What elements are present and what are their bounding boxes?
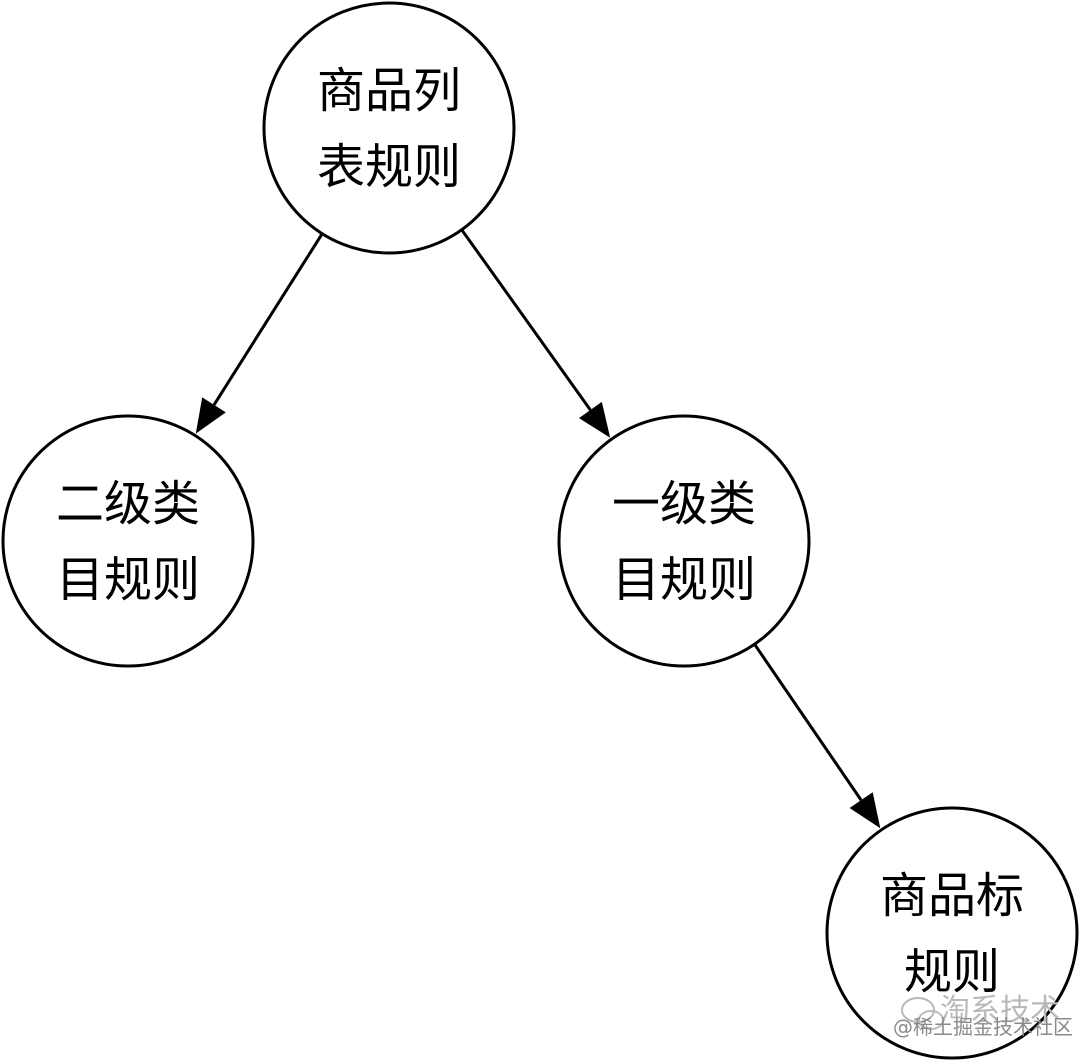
edge-line (753, 643, 863, 801)
node-label-line: 规则 (904, 944, 1000, 1000)
edge-line (212, 232, 324, 406)
edge-list-rule-to-second-category-rule (195, 232, 324, 434)
watermark-source: @稀土掘金技术社区 (893, 1015, 1073, 1039)
node-label-line: 一级类 (612, 476, 756, 532)
arrow-head-icon (849, 792, 881, 829)
node-label-line: 二级类 (56, 476, 200, 532)
node-label-line: 商品列 (317, 63, 461, 119)
node-circle (825, 806, 1079, 1060)
node-label-line: 表规则 (317, 139, 461, 195)
watermark: 淘系技术 @稀土掘金技术社区 (893, 993, 1073, 1039)
node-circle (262, 1, 516, 255)
node-circle (557, 414, 811, 668)
wechat-bubble-icon (901, 997, 944, 1030)
arrow-head-icon (579, 401, 611, 438)
node-label-line: 目规则 (56, 552, 200, 608)
edges-layer (195, 228, 881, 829)
node-circle (1, 414, 255, 668)
edge-list-rule-to-first-category-rule (460, 228, 611, 438)
node-label-line: 目规则 (612, 552, 756, 608)
watermark-brand: 淘系技术 (940, 993, 1060, 1028)
edge-line (460, 228, 592, 411)
node-label-line: 商品标 (880, 868, 1024, 924)
edge-first-category-rule-to-item-tag-rule (753, 643, 881, 829)
arrow-head-icon (195, 397, 226, 434)
